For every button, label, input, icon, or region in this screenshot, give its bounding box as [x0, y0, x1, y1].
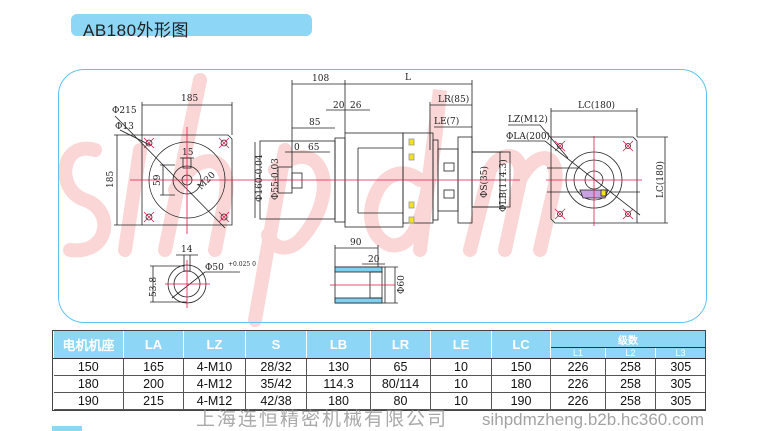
dim-20: 20 — [333, 101, 345, 111]
bolt-hole-icon — [143, 211, 155, 223]
table-cell: 190 — [491, 392, 551, 410]
dim-LE: LE(7) — [434, 116, 459, 127]
bolt-hole-icon — [554, 208, 566, 220]
table-cell: 200 — [123, 375, 184, 393]
title-bar: AB180外形图 — [71, 14, 312, 40]
table-cell: 10 — [430, 375, 492, 393]
table-cell: 130 — [306, 358, 371, 376]
dim-width: 185 — [181, 94, 198, 104]
drawing-panel — [58, 69, 707, 323]
table-cell: 258 — [605, 358, 656, 376]
table-cell: 10 — [430, 392, 492, 410]
shaft-section-view: Φ50 +0.025 0 14 53.8 — [149, 245, 256, 308]
dim-shaft-tol: +0.025 0 — [228, 261, 256, 268]
table-cell: 190 — [53, 392, 124, 410]
dim-65: 65 — [308, 143, 320, 153]
table-cell: 305 — [655, 392, 706, 410]
table-cell: 28/32 — [245, 358, 307, 376]
dim-height: 185 — [106, 171, 116, 188]
col-header-L2: L2 — [605, 347, 656, 359]
dim-LZ: LZ(M12) — [508, 114, 548, 125]
dim-LC-top: LC(180) — [578, 100, 615, 111]
bottom-accent — [52, 426, 82, 431]
dim-26: 26 — [350, 101, 362, 111]
dim-LR: LR(85) — [438, 94, 469, 105]
col-header-stages: 级数 — [550, 330, 706, 348]
table-cell: 65 — [370, 358, 431, 376]
table-cell: 80/114 — [370, 375, 431, 393]
table-cell: 4-M10 — [183, 358, 246, 376]
col-header-L3: L3 — [655, 347, 706, 359]
dim-shaft-height: 53.8 — [149, 277, 159, 297]
table-cell: 80 — [370, 392, 431, 410]
table-cell: 180 — [491, 375, 551, 393]
col-header-LZ: LZ — [183, 330, 246, 359]
bolt-hole-icon — [622, 208, 634, 220]
dim-LA: ΦLA(200) — [506, 131, 550, 142]
bolt-hole-icon — [218, 137, 230, 149]
table-cell: 305 — [655, 375, 706, 393]
table-cell: 226 — [550, 358, 606, 376]
table-cell: 114.3 — [306, 375, 371, 393]
dim-phi160: Φ160-0.04 — [255, 154, 265, 202]
side-view: 108 L 20 26 85 0 65 Φ160-0.04 Φ55-0.03 L… — [240, 73, 520, 228]
spec-table: 电机机座 LA LZ S LB LR LE LC 级数 L1 L2 L3 150… — [53, 330, 706, 410]
watermark-company: 上海连恒精密机械有限公司 — [196, 409, 449, 430]
col-header-S: S — [245, 330, 307, 359]
dim-bore-90: 90 — [350, 238, 362, 248]
dim-depth: 59 — [153, 174, 163, 186]
dim-key: 15 — [182, 148, 194, 158]
bolt-icon — [408, 138, 415, 224]
table-cell: 258 — [605, 392, 656, 410]
col-header-frame: 电机机座 — [53, 330, 124, 359]
dim-LC-side: LC(180) — [655, 161, 666, 198]
table-cell: 4-M12 — [183, 375, 246, 393]
dim-0: 0 — [294, 143, 300, 153]
table-cell: 180 — [53, 375, 124, 393]
bolt-hole-icon — [218, 211, 230, 223]
dim-phiS: ΦS(35) — [479, 166, 490, 198]
dim-85: 85 — [309, 118, 321, 128]
col-header-LE: LE — [430, 330, 492, 359]
watermark-site: sihpdmzheng.b2b.hc360.com — [482, 410, 705, 429]
col-header-LA: LA — [123, 330, 184, 359]
bore-detail-view: 90 20 Φ60 — [330, 238, 407, 304]
table-cell: 165 — [123, 358, 184, 376]
table-cell: 305 — [655, 358, 706, 376]
col-header-LC: LC — [491, 330, 551, 359]
table-cell: 35/42 — [245, 375, 307, 393]
table-cell: 150 — [53, 358, 124, 376]
dim-hole: Φ13 — [115, 122, 134, 132]
table-cell: 226 — [550, 375, 606, 393]
col-header-L1: L1 — [550, 347, 606, 359]
col-header-LB: LB — [306, 330, 371, 359]
table-cell: 10 — [430, 358, 492, 376]
dim-L: L — [405, 73, 411, 83]
dim-phiLB: ΦLB(114.3) — [498, 159, 509, 212]
table-cell: 180 — [306, 392, 371, 410]
table-cell: 258 — [605, 375, 656, 393]
dim-pcd: Φ215 — [112, 106, 137, 116]
dim-bore-20: 20 — [368, 255, 380, 265]
dim-shaft-dia: Φ50 — [205, 263, 224, 273]
dim-bore-phi60: Φ60 — [397, 275, 407, 294]
dim-108: 108 — [312, 74, 329, 84]
motor-flange-front-view: 185 Φ215 Φ13 185 15 59 M20 — [106, 94, 240, 234]
page-title: AB180外形图 — [83, 21, 190, 40]
dim-phi55: Φ55-0.03 — [271, 158, 281, 200]
table-cell: 226 — [550, 392, 606, 410]
table-cell: 4-M12 — [183, 392, 246, 410]
bolt-hole-icon — [622, 140, 634, 152]
output-face-view: LC(180) LZ(M12) ΦLA(200) LC(180) — [506, 100, 668, 226]
table-cell: 215 — [123, 392, 184, 410]
table-cell: 150 — [491, 358, 551, 376]
dim-shaft-key: 14 — [181, 245, 193, 255]
table-cell: 42/38 — [245, 392, 307, 410]
col-header-LR: LR — [370, 330, 431, 359]
